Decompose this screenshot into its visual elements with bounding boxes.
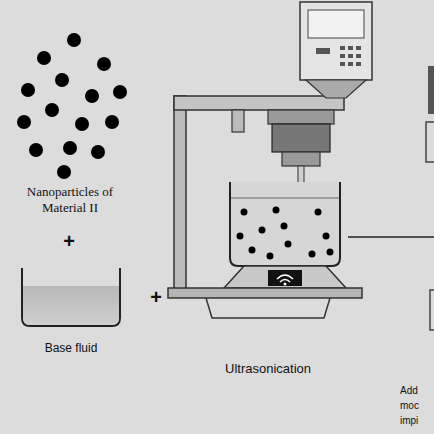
stand-arm: [174, 96, 344, 110]
fluid-label: Base fluid: [16, 341, 126, 355]
cut-off-text: Add: [400, 385, 432, 397]
keypad: [316, 46, 361, 66]
horn-funnel: [306, 80, 366, 98]
process-label: Ultrasonication: [198, 361, 338, 377]
fluid-level: [231, 198, 339, 199]
cut-off-text: impi: [400, 415, 432, 427]
nanoparticles: [17, 33, 127, 179]
plus-sign: +: [54, 229, 84, 253]
indicator-panel: [268, 270, 302, 286]
beaker: [22, 268, 120, 326]
arm-clamp: [232, 110, 244, 132]
dispersed-particles: [237, 207, 334, 260]
partial-panel: [428, 66, 434, 114]
control-unit: [300, 2, 372, 80]
material-label: Nanoparticles of Material II: [10, 184, 130, 215]
screen: [308, 10, 364, 38]
partial-panel: [430, 290, 434, 330]
stand-pole: [174, 96, 186, 296]
sonication-beaker: [230, 182, 340, 266]
cut-off-text: moc: [400, 400, 432, 412]
wave-symbol: [277, 275, 293, 282]
plus-sign: +: [141, 285, 171, 309]
transducer-base: [282, 152, 320, 166]
transducer: [272, 124, 330, 152]
transducer-collar: [268, 110, 334, 124]
base-plate: [168, 288, 362, 298]
base-fluid: [23, 286, 119, 325]
stand-feet: [206, 298, 330, 318]
flow-line: [348, 236, 434, 238]
sonicator-base: [224, 266, 346, 288]
partial-panel: [426, 122, 434, 162]
